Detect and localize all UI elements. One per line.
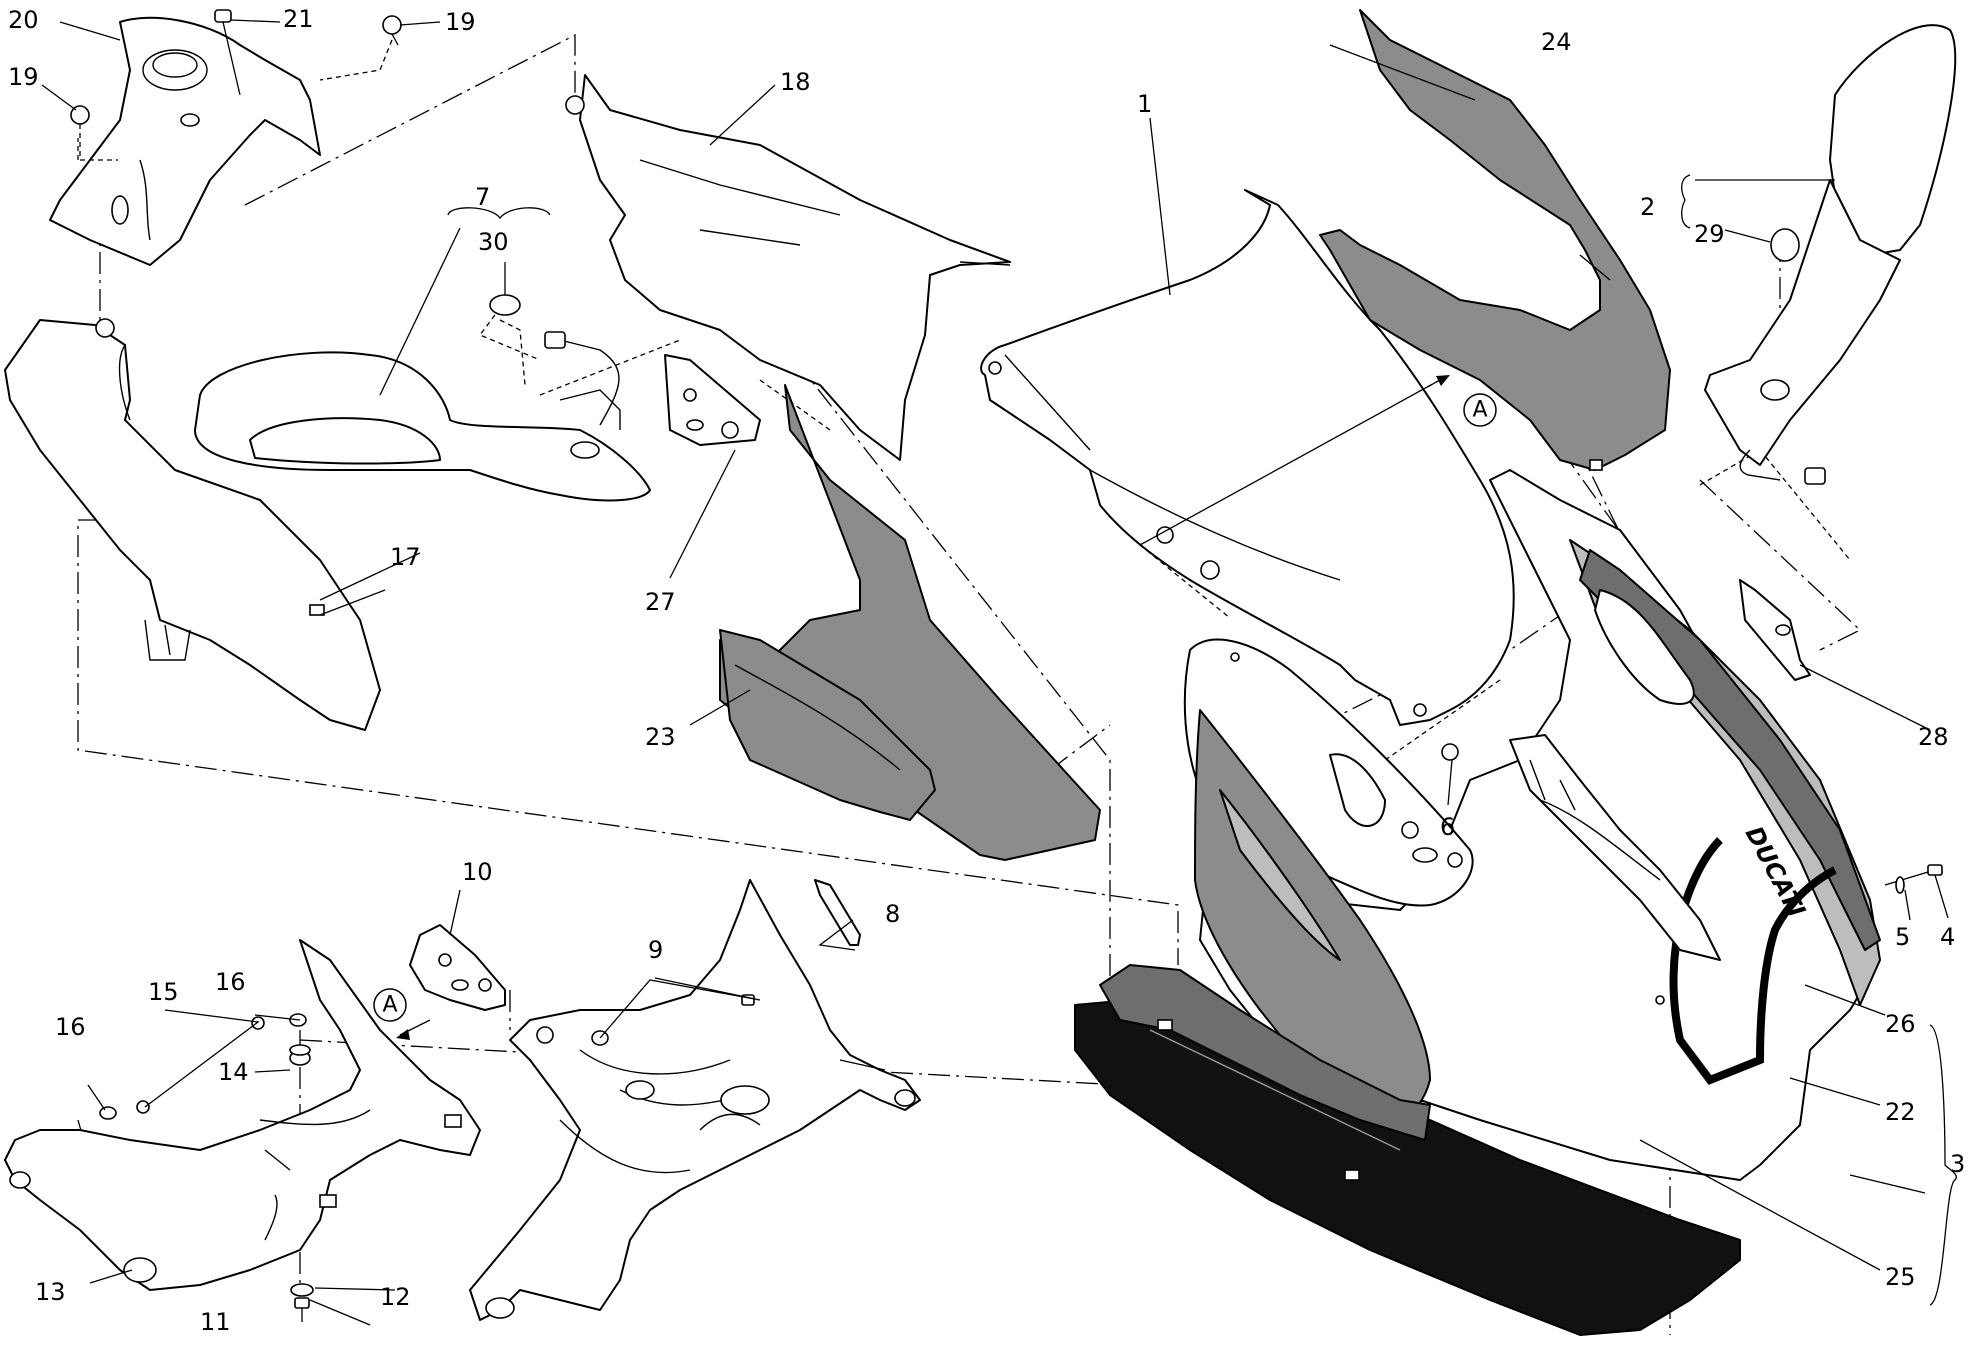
callout-15: 15: [148, 978, 179, 1006]
callout-6: 6: [1440, 813, 1455, 841]
cap-30: [489, 294, 521, 316]
upper-instrument-cover: [49, 16, 321, 266]
mirror-bracket: [664, 354, 761, 446]
fastener-16: [99, 1013, 307, 1120]
callout-19-right: 19: [445, 8, 476, 36]
belly-pan: [1074, 964, 1741, 1336]
callout-28: 28: [1918, 723, 1949, 751]
reference-marker-a-lower: A: [373, 988, 431, 1040]
callout-2: 2: [1640, 193, 1655, 221]
fastener-19-left: [70, 105, 118, 161]
callout-30: 30: [478, 228, 509, 256]
callout-1: 1: [1137, 90, 1152, 118]
fastener-11: [294, 1297, 310, 1322]
callout-21: 21: [283, 5, 314, 33]
fastener-14: [289, 1044, 311, 1066]
windscreen: [980, 189, 1515, 726]
fastener-6: [1441, 743, 1459, 761]
upper-grey-fairing: [1319, 9, 1671, 471]
bracket-8: [814, 879, 861, 946]
left-inner-panel: [4, 318, 381, 731]
callout-5: 5: [1895, 923, 1910, 951]
callout-25: 25: [1885, 1263, 1916, 1291]
callout-18: 18: [780, 68, 811, 96]
callout-3: 3: [1950, 1150, 1965, 1178]
fastener-5: [1895, 876, 1905, 894]
callout-12: 12: [380, 1283, 411, 1311]
cap-29: [1770, 228, 1800, 262]
grey-side-panel: [719, 384, 1101, 861]
callout-16-left: 16: [55, 1013, 86, 1041]
svg-text:A: A: [382, 993, 397, 1018]
callout-11: 11: [200, 1308, 231, 1336]
leader-lines: [41, 19, 1957, 1326]
callout-17: 17: [390, 543, 421, 571]
callout-29: 29: [1694, 220, 1725, 248]
left-side-fairing: [1183, 638, 1474, 1134]
callout-labels: 1 2 29 24 28 6 5 4 26 22 3 25 18 7 30 27…: [8, 5, 1965, 1336]
small-bracket-28: [1739, 579, 1811, 681]
front-subframe: [469, 879, 921, 1321]
callout-24: 24: [1541, 28, 1572, 56]
callout-13: 13: [35, 1278, 66, 1306]
callout-10: 10: [462, 858, 493, 886]
mirror-assembly: [194, 331, 651, 502]
callout-7: 7: [475, 183, 490, 211]
svg-text:A: A: [1472, 398, 1487, 423]
reference-marker-a-upper: A: [1139, 375, 1497, 546]
mount-bracket-10: [409, 924, 506, 1011]
side-fairing-panel: [565, 74, 1011, 461]
inner-frame-piece: [1509, 734, 1721, 961]
callout-14: 14: [218, 1058, 249, 1086]
fastener-12: [290, 1283, 314, 1297]
fastener-21: [214, 9, 241, 96]
callout-4: 4: [1940, 923, 1955, 951]
callout-22: 22: [1885, 1098, 1916, 1126]
callout-9: 9: [648, 936, 663, 964]
callout-19-left: 19: [8, 63, 39, 91]
lower-inner-panel: [4, 939, 481, 1291]
right-mirror: [1704, 24, 1957, 485]
callout-16-right: 16: [215, 968, 246, 996]
fastener-4: [1884, 864, 1943, 886]
callout-23: 23: [645, 723, 676, 751]
callout-20: 20: [8, 6, 39, 34]
callout-8: 8: [885, 900, 900, 928]
fastener-19-right: [319, 15, 402, 81]
fastener-15: [136, 1016, 265, 1114]
callout-27: 27: [645, 588, 676, 616]
callout-26: 26: [1885, 1010, 1916, 1038]
